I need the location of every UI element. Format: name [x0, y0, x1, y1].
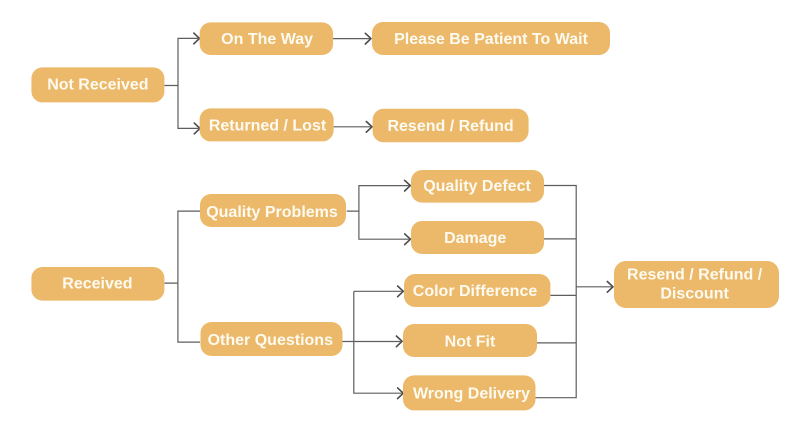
svg-text:Not Fit: Not Fit [445, 334, 496, 351]
svg-text:Received: Received [62, 276, 132, 293]
svg-text:Other Questions: Other Questions [208, 332, 333, 349]
svg-text:Discount: Discount [660, 286, 729, 303]
svg-text:Returned / Lost: Returned / Lost [209, 118, 327, 135]
svg-text:On The Way: On The Way [221, 31, 313, 48]
svg-text:Please Be Patient To Wait: Please Be Patient To Wait [394, 31, 589, 48]
svg-text:Wrong Delivery: Wrong Delivery [413, 386, 530, 403]
svg-text:Quality Problems: Quality Problems [206, 204, 338, 221]
svg-text:Resend / Refund /: Resend / Refund / [627, 267, 763, 284]
svg-text:Not Received: Not Received [47, 77, 148, 94]
svg-text:Resend / Refund: Resend / Refund [387, 118, 513, 135]
svg-text:Damage: Damage [444, 230, 506, 247]
svg-text:Quality Defect: Quality Defect [423, 178, 531, 195]
svg-text:Color Difference: Color Difference [413, 283, 538, 300]
